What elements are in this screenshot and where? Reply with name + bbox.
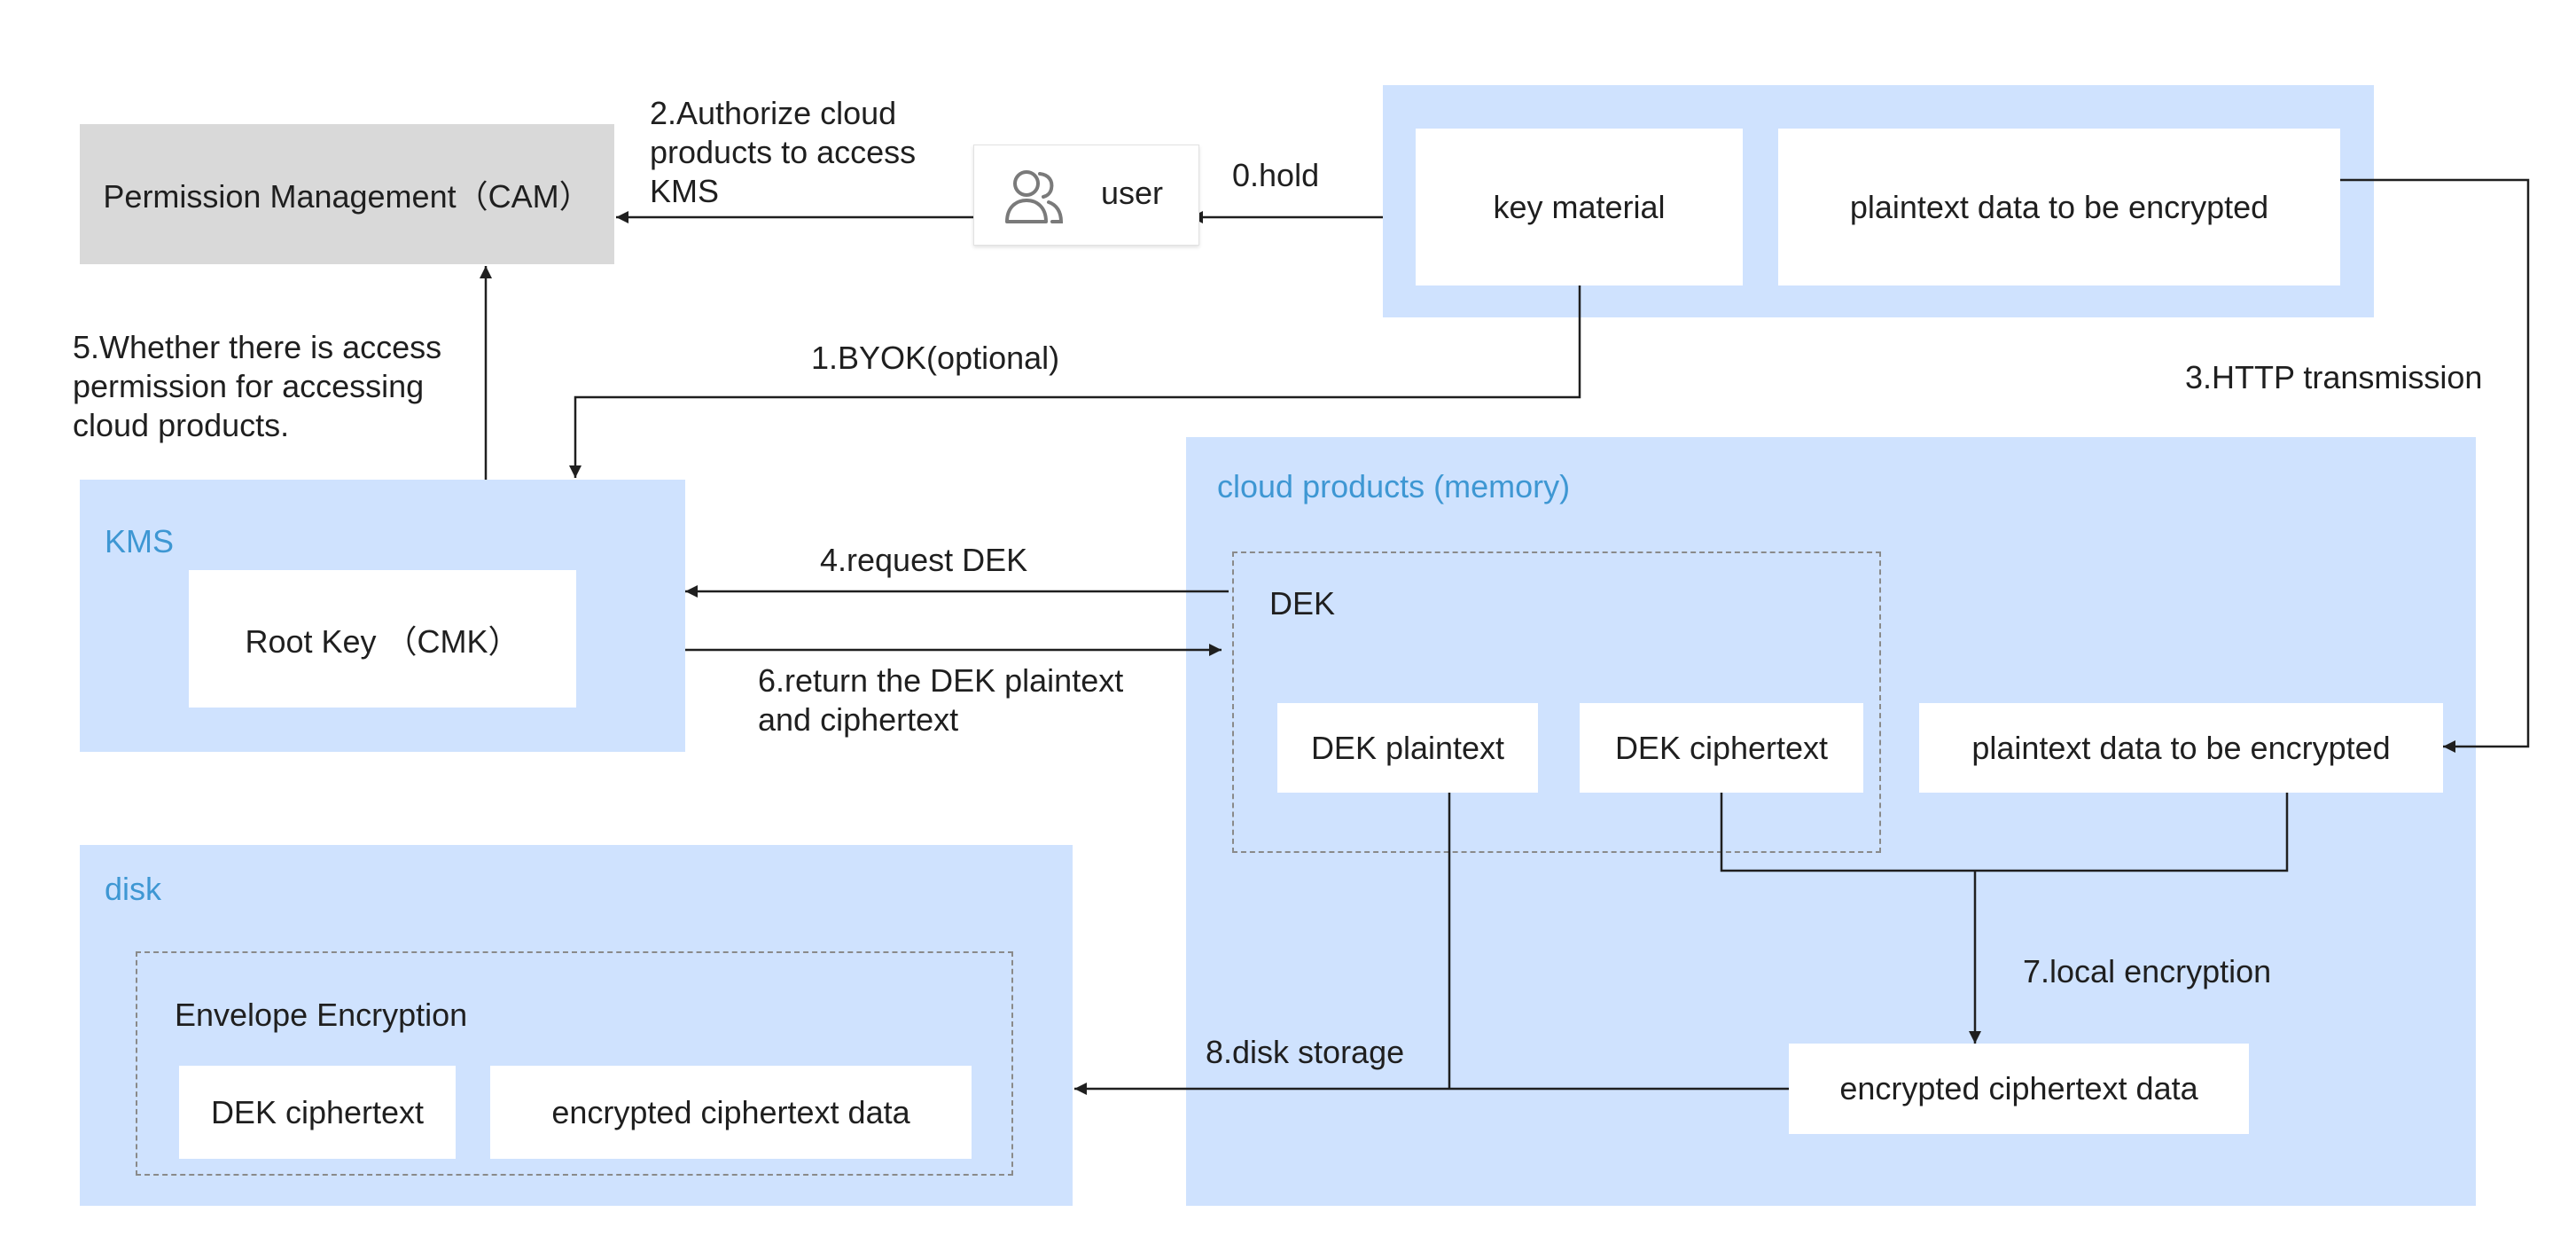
dek-plaintext-node: DEK plaintext	[1277, 703, 1538, 793]
disk-dek-ciphertext-node: DEK ciphertext	[179, 1066, 456, 1159]
plaintext-cloud-node: plaintext data to be encrypted	[1919, 703, 2443, 793]
users-icon	[1003, 167, 1065, 225]
envelope-encryption-title: Envelope Encryption	[175, 997, 468, 1033]
dek-group-title: DEK	[1269, 585, 1336, 622]
user-node: user	[973, 145, 1199, 246]
dek-ciphertext-node: DEK ciphertext	[1580, 703, 1863, 793]
step-6-line-2: and ciphertext	[758, 701, 959, 738]
envelope-encryption-group	[136, 951, 1013, 1176]
kms-region-title: KMS	[105, 523, 175, 559]
step-2-label: 2.Authorize cloud products to access KMS	[650, 94, 916, 211]
step-7-label: 7.local encryption	[2023, 953, 2272, 989]
http-transmission-arrow	[2340, 178, 2530, 753]
user-label: user	[1101, 175, 1164, 211]
byok-arrow	[569, 285, 1581, 478]
step-6-line-1: 6.return the DEK plaintext	[758, 662, 1124, 699]
step-4-label: 4.request DEK	[820, 542, 1028, 578]
cam-node: Permission Management（CAM）	[80, 124, 614, 264]
step-5-label: 5.Whether there is access permission for…	[73, 328, 441, 445]
step-5-line-3: cloud products.	[73, 407, 290, 443]
step-6-label: 6.return the DEK plaintext and ciphertex…	[758, 661, 1123, 739]
plaintext-source-node: plaintext data to be encrypted	[1778, 129, 2340, 285]
dek-group	[1232, 551, 1881, 853]
step-5-line-1: 5.Whether there is access	[73, 329, 442, 365]
step-8-label: 8.disk storage	[1206, 1034, 1405, 1070]
step-0-label: 0.hold	[1232, 157, 1320, 193]
step-2-line-2: products to access	[650, 134, 917, 170]
step-2-line-1: 2.Authorize cloud	[650, 95, 897, 131]
step-3-label: 3.HTTP transmission	[2185, 359, 2483, 395]
disk-region-title: disk	[105, 871, 162, 907]
encrypted-cloud-node: encrypted ciphertext data	[1789, 1044, 2249, 1134]
step-2-line-3: KMS	[650, 173, 720, 209]
root-key-node: Root Key （CMK）	[189, 570, 576, 708]
step-5-line-2: permission for accessing	[73, 368, 425, 404]
cloud-region-title: cloud products (memory)	[1217, 468, 1571, 504]
disk-encrypted-node: encrypted ciphertext data	[490, 1066, 972, 1159]
step-1-label: 1.BYOK(optional)	[811, 340, 1060, 376]
key-material-node: key material	[1416, 129, 1743, 285]
local-encryption-join	[1720, 793, 2289, 872]
